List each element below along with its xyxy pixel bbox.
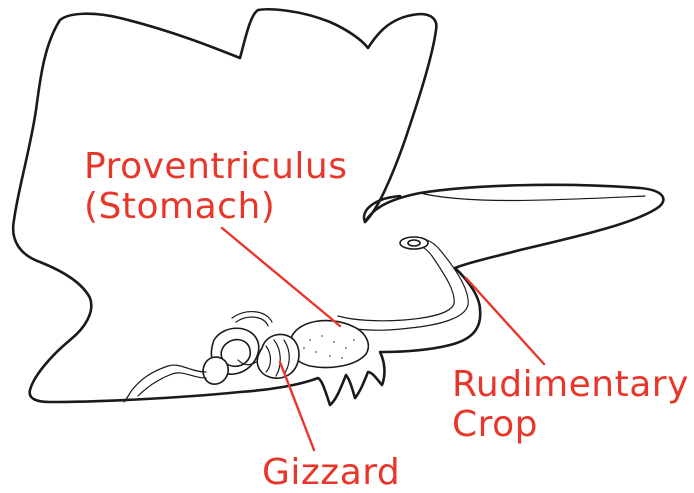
proventriculus-label-line2: (Stomach) [84,186,275,227]
proventriculus-organ [290,321,368,368]
crop-opening-inner [408,240,420,246]
crop-label-line2: Crop [452,404,538,445]
gizzard-leader-line [280,362,314,450]
intestine-tail-inner [138,373,206,396]
proventriculus-label-line1: Proventriculus [84,146,347,187]
proventriculus-leader-line [222,228,340,326]
gizzard-label: Gizzard [262,452,400,493]
crop-label-line1: Rudimentary [452,364,689,405]
bill-inner-line [420,193,645,201]
esophagus-tube-inner [338,243,454,321]
crop-leader-line [466,278,544,364]
